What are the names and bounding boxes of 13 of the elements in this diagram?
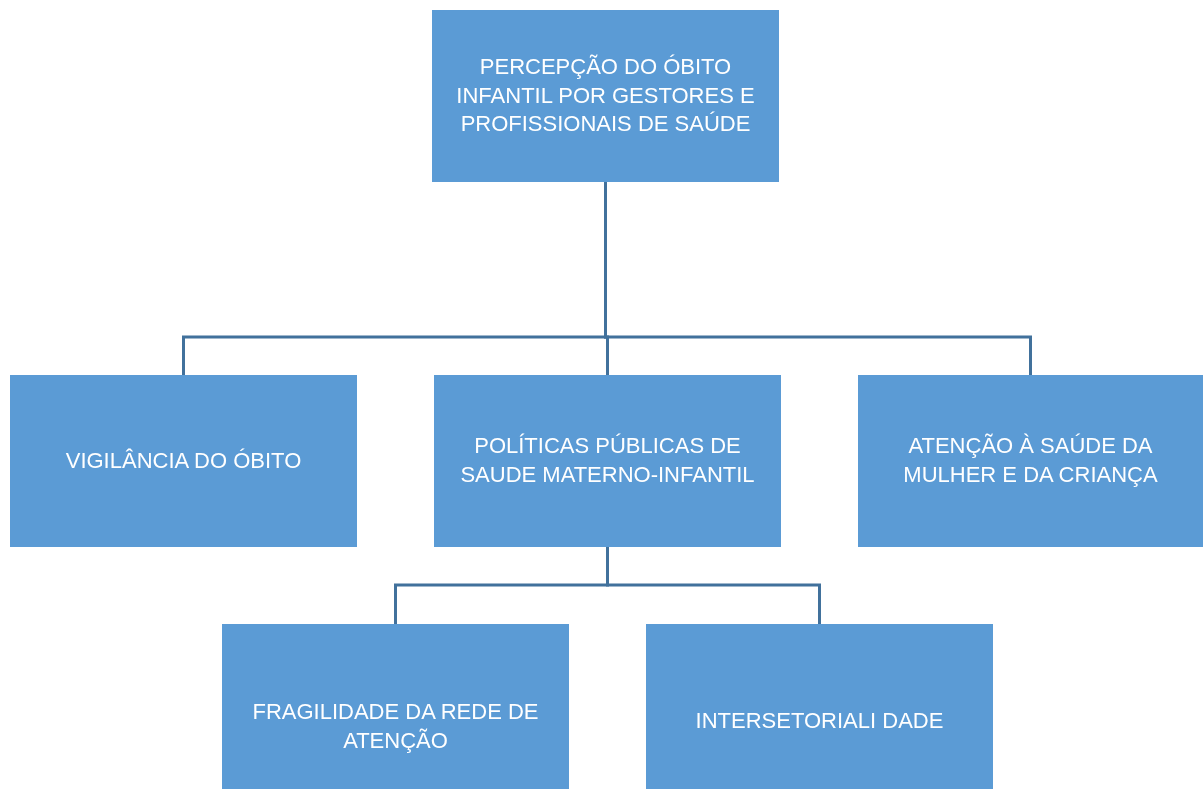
topic-box — [432, 10, 779, 182]
topic-box — [646, 624, 993, 789]
box-label: FRAGILIDADE DA REDE DE ATENÇÃO — [251, 697, 540, 755]
connector-line — [606, 547, 821, 624]
box-label: PERCEPÇÃO DO ÓBITO INFANTIL POR GESTORES E PROFISSIONAIS DE SAÚDE — [455, 53, 756, 139]
topic-box — [434, 375, 781, 547]
topic-box — [10, 375, 357, 547]
box-label: ATENÇÃO À SAÚDE DA MULHER E DA CRIANÇA — [902, 432, 1159, 489]
box-label: INTERSETORIALI DADE — [695, 707, 944, 736]
topic-box — [222, 624, 569, 789]
box-label: POLÍTICAS PÚBLICAS DE SAUDE MATERNO-INFANTIL — [459, 432, 756, 489]
box-label: VIGILÂNCIA DO ÓBITO — [65, 446, 302, 475]
topic-box — [858, 375, 1203, 547]
